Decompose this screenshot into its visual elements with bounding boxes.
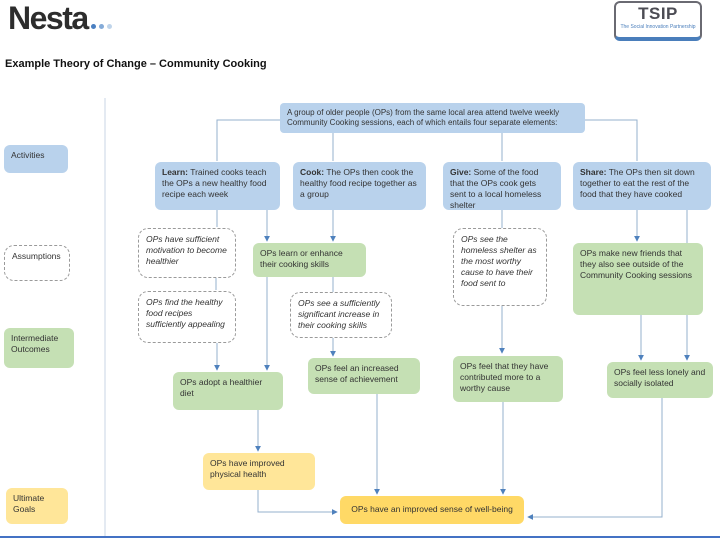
legend-intermediate-outcomes: Intermediate Outcomes	[4, 328, 74, 368]
activity-share-label: Share:	[580, 167, 607, 177]
activity-give-label: Give:	[450, 167, 472, 177]
activity-cook-text: The OPs then cook the healthy food recip…	[300, 167, 417, 199]
activity-learn-label: Learn:	[162, 167, 188, 177]
outcome-less-lonely: OPs feel less lonely and socially isolat…	[607, 362, 713, 398]
tsip-tagline: The Social Innovation Partnership	[620, 24, 696, 30]
top-box: A group of older people (OPs) from the s…	[280, 103, 585, 133]
legend-activities: Activities	[4, 145, 68, 173]
outcome-healthier-diet: OPs adopt a healthier diet	[173, 372, 283, 410]
legend-ultimate-goals: Ultimate Goals	[6, 488, 68, 524]
tsip-logo: TSIP The Social Innovation Partnership	[614, 1, 702, 41]
goal-physical-health: OPs have improved physical health	[203, 453, 315, 490]
assumption-motivation: OPs have sufficient motivation to become…	[138, 228, 236, 278]
nesta-dot-3	[106, 24, 112, 29]
activity-learn: Learn: Trained cooks teach the OPs a new…	[155, 162, 280, 210]
activity-give: Give: Some of the food that the OPs cook…	[443, 162, 561, 210]
nesta-wordmark: Nesta	[8, 0, 89, 36]
outcome-new-friends: OPs make new friends that they also see …	[573, 243, 703, 315]
nesta-logo: Nesta	[8, 0, 112, 37]
activity-cook: Cook: The OPs then cook the healthy food…	[293, 162, 426, 210]
outcome-worthy-cause: OPs feel that they have contributed more…	[453, 356, 563, 402]
outcome-cooking-skills: OPs learn or enhance their cooking skill…	[253, 243, 366, 277]
assumption-recipes-appealing: OPs find the healthy food recipes suffic…	[138, 291, 236, 343]
page-title: Example Theory of Change – Community Coo…	[5, 58, 267, 70]
nesta-dot-1	[90, 24, 96, 29]
activity-give-text: Some of the food that the OPs cook gets …	[450, 167, 542, 210]
activity-learn-text: Trained cooks teach the OPs a new health…	[162, 167, 267, 199]
activity-share: Share: The OPs then sit down together to…	[573, 162, 711, 210]
slide-footer-line	[0, 536, 720, 538]
assumption-cooking-skills-increase: OPs see a sufficiently significant incre…	[290, 292, 392, 338]
legend-assumptions: Assumptions	[4, 245, 70, 281]
goal-wellbeing: OPs have an improved sense of well-being	[340, 496, 524, 524]
activity-share-text: The OPs then sit down together to eat th…	[580, 167, 695, 199]
outcome-achievement: OPs feel an increased sense of achieveme…	[308, 358, 420, 394]
nesta-dot-2	[98, 24, 104, 29]
tsip-wordmark: TSIP	[638, 4, 678, 23]
assumption-homeless-shelter: OPs see the homeless shelter as the most…	[453, 228, 547, 306]
activity-cook-label: Cook:	[300, 167, 325, 177]
